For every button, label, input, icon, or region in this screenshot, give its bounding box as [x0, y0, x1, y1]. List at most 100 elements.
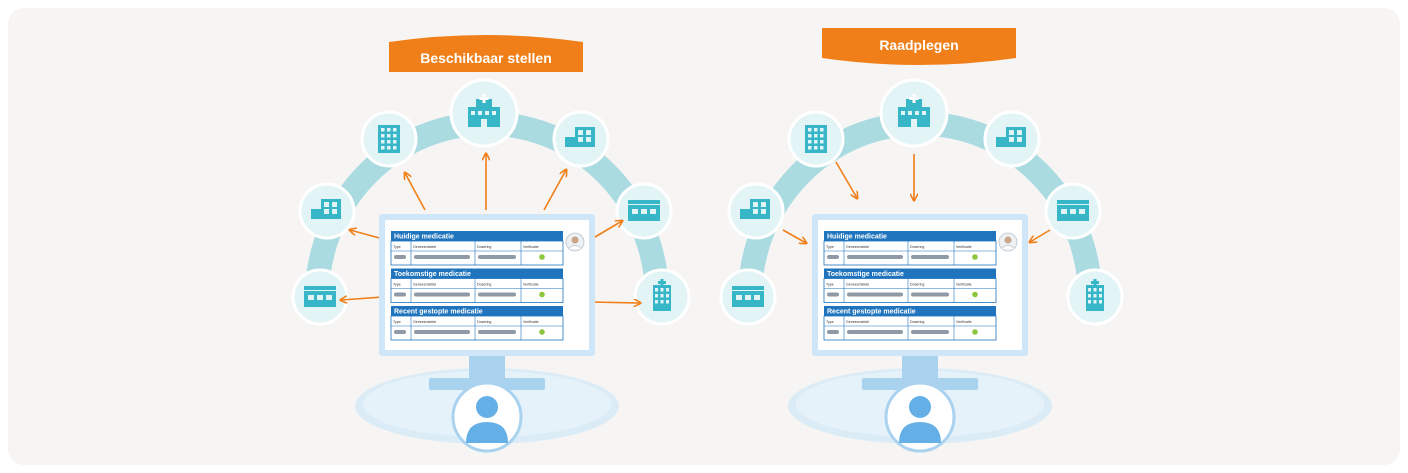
care-provider-node: [298, 182, 356, 240]
window: [814, 140, 818, 144]
data-flow-arrow: [589, 302, 640, 303]
window: [478, 111, 482, 115]
window: [381, 146, 385, 150]
window: [387, 128, 391, 132]
banner-label: Beschikbaar stellen: [420, 50, 552, 66]
data-flow-arrow: [589, 221, 622, 241]
hospital-top: [476, 99, 492, 109]
hospital-small-icon: [653, 279, 671, 311]
column-header: Verificatie: [523, 283, 539, 287]
pharmacy-icon: [1057, 200, 1089, 221]
window: [666, 294, 669, 298]
window: [814, 146, 818, 150]
section-body: [823, 278, 997, 303]
office-building-icon: [805, 125, 827, 153]
window: [1070, 209, 1076, 214]
window: [754, 295, 760, 300]
section-title: Recent gestopte medicatie: [827, 309, 916, 316]
section-title: Toekomstige medicatie: [827, 271, 904, 278]
placeholder-bar: [911, 292, 949, 297]
window: [666, 300, 669, 304]
user-body: [466, 422, 508, 443]
section-title: Huidige medicatie: [827, 234, 887, 241]
window: [660, 294, 664, 298]
column-header: Geneesmiddel: [413, 320, 436, 324]
window: [745, 295, 751, 300]
placeholder-bar: [414, 255, 470, 259]
data-flow-arrow: [405, 173, 426, 211]
window: [761, 209, 766, 214]
doctor-avatar: [998, 232, 1018, 252]
window: [1009, 137, 1014, 142]
section-body: [390, 315, 564, 341]
verification-check-icon: [539, 254, 545, 260]
clinic-wing: [740, 209, 750, 219]
column-header: Verificatie: [956, 245, 972, 249]
column-header: Geneesmiddel: [846, 283, 869, 287]
care-provider-node: [291, 268, 349, 326]
care-provider-node: [1044, 182, 1102, 240]
pharmacy-icon: [732, 286, 764, 307]
section-body: [823, 240, 997, 266]
care-provider-node: [360, 110, 418, 168]
window: [381, 134, 385, 138]
user-head: [476, 396, 498, 418]
data-flow-arrow: [543, 170, 566, 211]
window: [650, 209, 656, 214]
background-panel: [8, 8, 1400, 465]
data-flow-arrow: [782, 229, 806, 243]
window: [753, 202, 758, 207]
care-provider-node: [633, 268, 691, 326]
window: [632, 209, 638, 214]
placeholder-bar: [827, 330, 839, 334]
window: [808, 140, 812, 144]
window: [808, 134, 812, 138]
pharmacy-icon: [628, 200, 660, 221]
column-header: Verificatie: [523, 245, 539, 249]
data-flow-arrow: [341, 297, 384, 300]
window: [908, 111, 912, 115]
window: [820, 128, 824, 132]
placeholder-bar: [847, 255, 903, 259]
window: [393, 128, 397, 132]
cross-h: [479, 97, 489, 100]
care-provider-node: [983, 110, 1041, 168]
window: [317, 295, 323, 300]
window: [471, 111, 475, 115]
window: [1099, 300, 1102, 304]
care-provider-node: [552, 110, 610, 168]
window: [666, 288, 669, 292]
window: [655, 294, 658, 298]
window: [324, 202, 329, 207]
office-building-icon: [378, 125, 400, 153]
hospital-small-icon: [1086, 279, 1104, 311]
care-provider-node: [615, 182, 673, 240]
hospital-icon: [468, 94, 500, 127]
window: [922, 111, 926, 115]
verification-check-icon: [539, 329, 545, 335]
pharmacy-roof: [732, 286, 764, 290]
column-header: Verificatie: [956, 283, 972, 287]
section-title: Huidige medicatie: [394, 234, 454, 241]
column-header: Dosering: [910, 245, 924, 249]
section-body: [390, 278, 564, 303]
placeholder-bar: [847, 330, 903, 334]
window: [492, 111, 496, 115]
window: [387, 134, 391, 138]
column-header: Type: [393, 283, 401, 287]
window: [308, 295, 314, 300]
window: [814, 128, 818, 132]
window: [808, 128, 812, 132]
doctor-avatar: [565, 232, 585, 252]
cross-h: [658, 281, 666, 284]
banner-shape: [822, 28, 1016, 65]
banner: Beschikbaar stellen: [389, 35, 583, 72]
placeholder-bar: [414, 292, 470, 297]
window: [761, 202, 766, 207]
placeholder-bar: [478, 292, 516, 297]
avatar-head: [1004, 236, 1012, 244]
